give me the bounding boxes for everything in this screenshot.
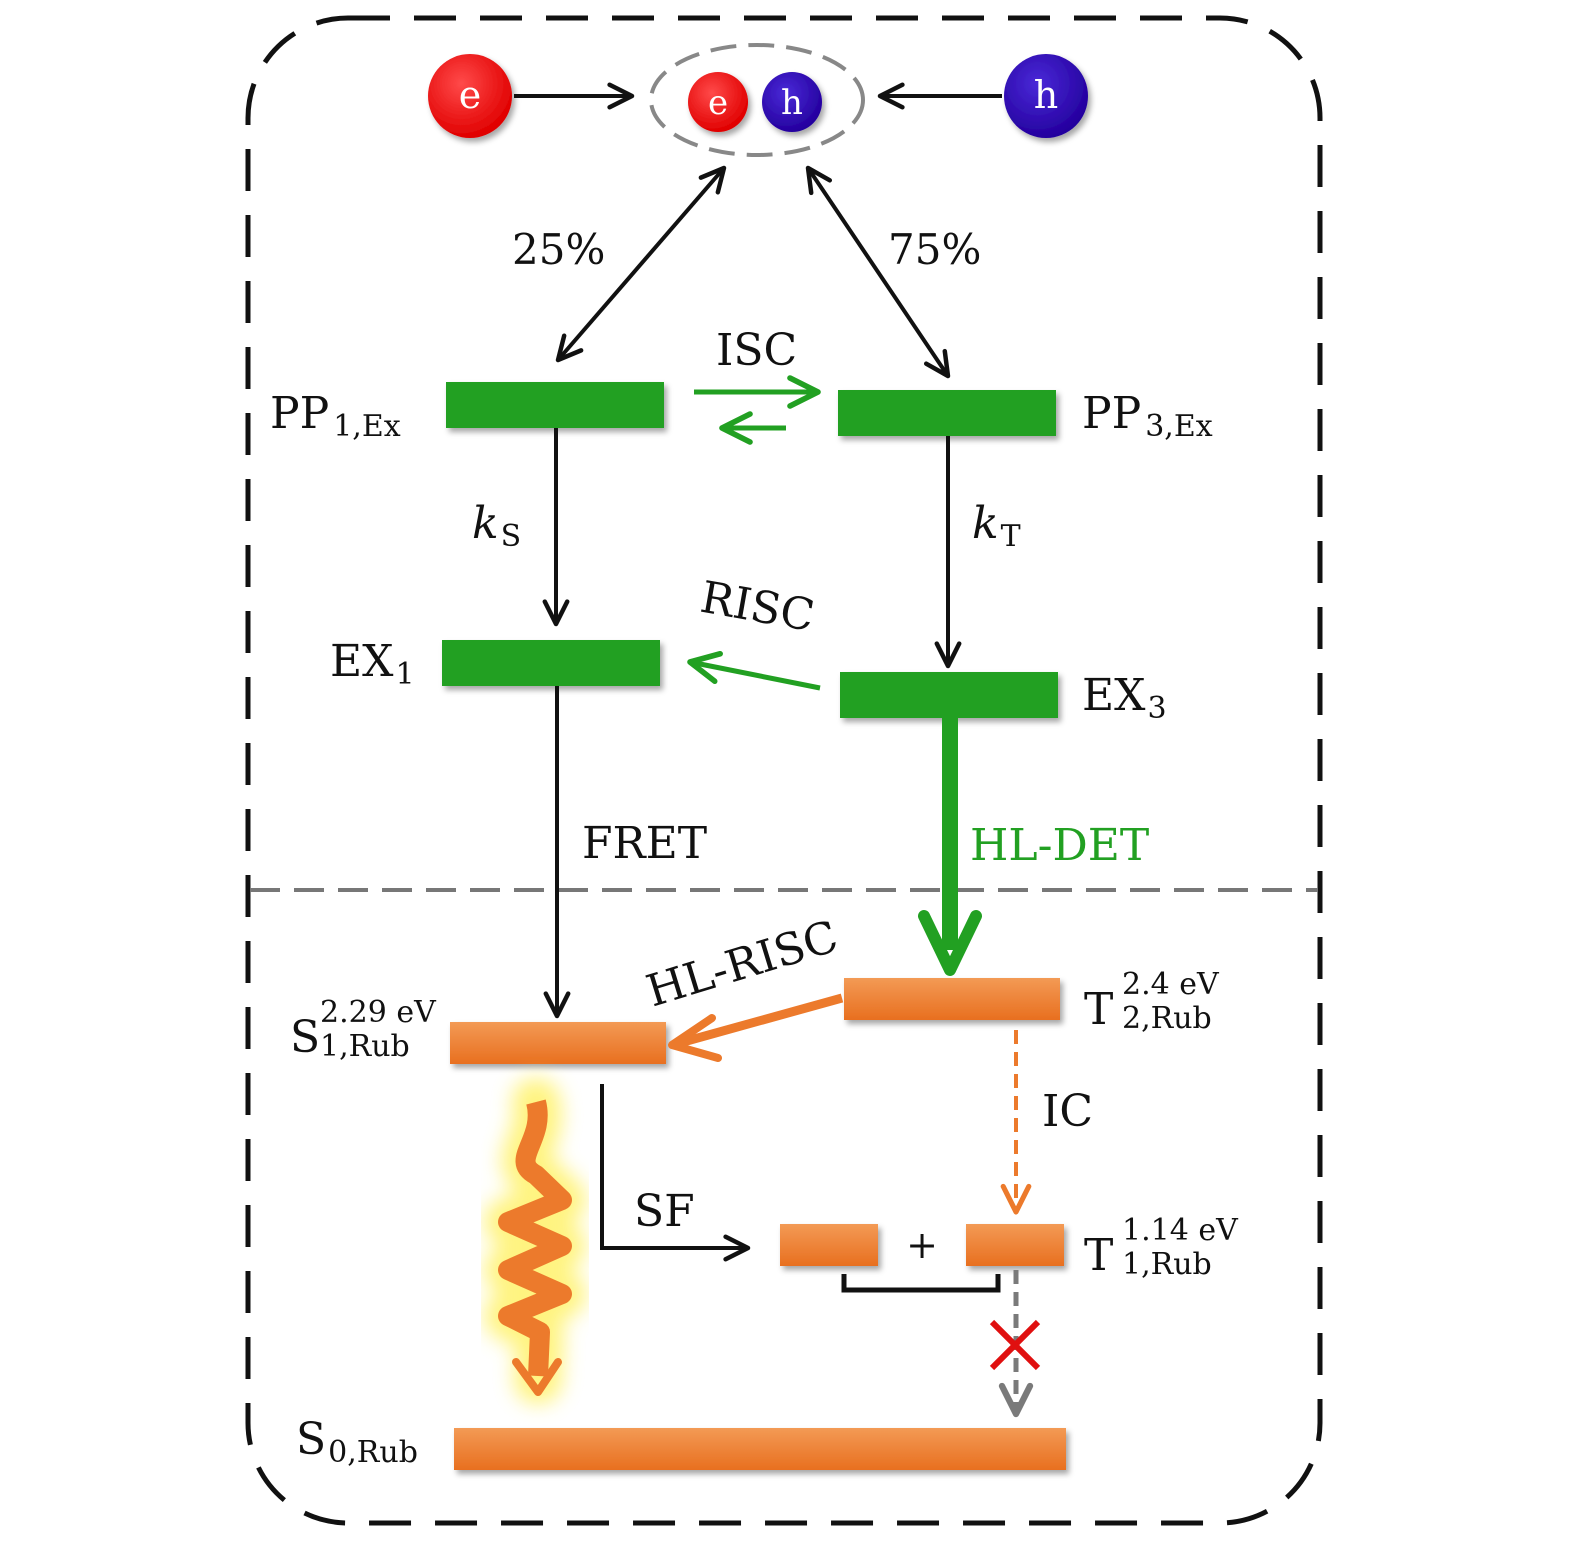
s1-rub-label: S <box>290 1012 320 1063</box>
ks-label: kS <box>472 498 521 554</box>
t1-rub-label: T <box>1084 1230 1113 1281</box>
hl-risc-arrow <box>674 993 844 1049</box>
sf-label: SF <box>634 1186 695 1237</box>
polaron-pair-ellipse <box>649 43 865 157</box>
singlet-percent: 25% <box>512 225 605 274</box>
pp3-level <box>838 390 1056 436</box>
ic-label: IC <box>1042 1086 1093 1137</box>
hl-det-label: HL-DET <box>970 820 1149 871</box>
hl-det-arrowhead <box>918 910 982 976</box>
fret-label: FRET <box>582 818 707 869</box>
t1-rub-sup: 1.14 eV <box>1122 1213 1239 1248</box>
ex3-level <box>840 672 1058 718</box>
bound-electron: e <box>688 72 748 132</box>
t2-rub-sub: 2,Rub <box>1122 1001 1212 1036</box>
t1-rub-sub: 1,Rub <box>1122 1247 1212 1282</box>
pp1-level <box>446 382 664 428</box>
kt-label: kT <box>972 498 1021 554</box>
free-electron-label: e <box>459 73 482 117</box>
triplet-branch-arrow <box>805 165 951 379</box>
s0-rub-label: S0,Rub <box>296 1414 418 1470</box>
bound-electron-label: e <box>708 83 728 123</box>
ex3-label: EX3 <box>1082 670 1167 726</box>
t2-rub-sup: 2.4 eV <box>1122 967 1220 1002</box>
risc-label: RISC <box>697 572 818 642</box>
isc-label: ISC <box>716 325 797 376</box>
free-hole: h <box>1004 54 1088 138</box>
plus-sign: + <box>906 1223 938 1267</box>
free-electron: e <box>428 54 512 138</box>
risc-arrow <box>687 650 821 691</box>
t2-rub-label: T <box>1084 984 1113 1035</box>
ex1-level <box>442 640 660 686</box>
bound-hole: h <box>762 72 822 132</box>
hl-risc-arrowhead <box>668 1014 722 1062</box>
sf-arrow <box>600 1084 751 1262</box>
emission-photon-icon <box>484 1078 586 1404</box>
ex1-label: EX1 <box>330 636 415 692</box>
t1-pair-level-left <box>780 1224 878 1266</box>
s1-rub-level <box>450 1022 666 1064</box>
t1-rub-level <box>966 1224 1064 1266</box>
triplet-percent: 75% <box>888 225 981 274</box>
t2-rub-level <box>844 978 1060 1020</box>
bound-hole-label: h <box>781 83 803 123</box>
s0-rub-level <box>454 1428 1066 1470</box>
singlet-branch-arrow <box>555 165 727 363</box>
free-hole-label: h <box>1034 73 1058 117</box>
s1-rub-sup: 2.29 eV <box>320 995 437 1030</box>
s1-rub-sub: 1,Rub <box>320 1029 410 1064</box>
outer-dashed-frame <box>245 15 1323 1526</box>
triplet-pair-bracket <box>841 1274 1001 1293</box>
forbidden-cross-icon <box>989 1319 1041 1371</box>
